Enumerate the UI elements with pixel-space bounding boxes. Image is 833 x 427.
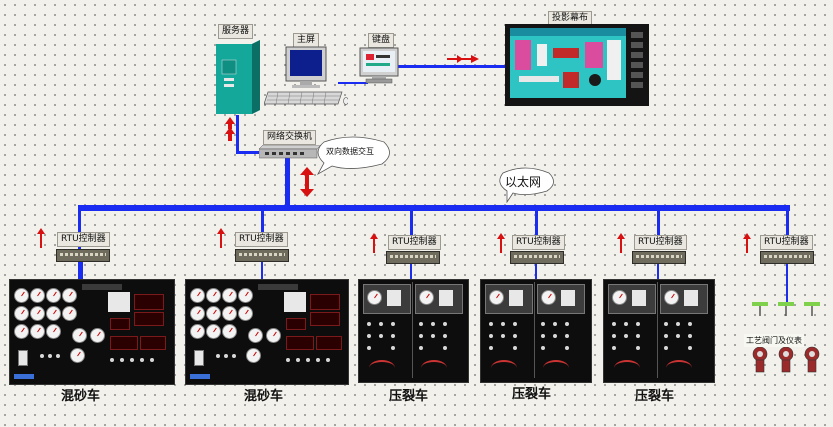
server-up-arrow-icon — [225, 117, 235, 141]
vehicle-name: 混砂车 — [244, 389, 284, 404]
switch-trunk-cable — [285, 157, 290, 207]
terminal-to-screen-arrow-icon — [447, 50, 479, 63]
blender-control-panel — [185, 279, 349, 385]
rtu-controller-icon — [235, 249, 289, 262]
ethernet-label: 以太网 — [505, 175, 542, 189]
switch-label: 网络交换机 — [263, 130, 317, 145]
fracturing-control-panel — [480, 279, 592, 383]
bus-drop-2 — [261, 211, 264, 235]
rtu-label: RTU控制器 — [57, 232, 110, 247]
vehicle-name: 压裂车 — [512, 387, 552, 402]
host-terminal-cable — [338, 82, 368, 84]
rtu-panel-cable — [261, 262, 263, 280]
ethernet-bus — [78, 205, 790, 211]
rtu-controller-icon — [760, 251, 814, 264]
rtu-instrument-cable — [786, 264, 788, 304]
host-computer-icon — [263, 46, 349, 110]
bus-drop-6 — [786, 205, 789, 235]
terminal-screen-cable — [398, 65, 506, 68]
fracturing-control-panel — [603, 279, 715, 383]
rtu-up-arrow-icon — [497, 233, 505, 253]
ethernet-cloud-bubble: 以太网 — [493, 165, 557, 204]
rtu-panel-cable — [657, 264, 659, 280]
vehicle-name: 压裂车 — [635, 389, 675, 404]
rtu-label: RTU控制器 — [760, 235, 813, 250]
terminal-icon — [358, 47, 400, 85]
rtu-label: RTU控制器 — [512, 235, 565, 250]
bus-drop-3 — [410, 211, 413, 235]
bus-drop-4 — [535, 211, 538, 235]
rtu-up-arrow-icon — [217, 228, 225, 248]
rtu-label: RTU控制器 — [634, 235, 687, 250]
bidirectional-arrow-icon — [300, 167, 314, 197]
rtu-controller-icon — [56, 249, 110, 262]
terminal-label: 键盘 — [368, 33, 395, 48]
rtu-up-arrow-icon — [37, 228, 45, 248]
rtu-panel-cable — [81, 262, 83, 280]
network-switch-icon — [258, 144, 322, 159]
server-switch-cable-vertical — [236, 115, 239, 153]
rtu-panel-cable — [535, 264, 537, 280]
rtu-controller-icon — [386, 251, 440, 264]
rtu-panel-cable — [410, 264, 412, 280]
rtu-up-arrow-icon — [617, 233, 625, 253]
rtu-up-arrow-icon — [743, 233, 751, 253]
rtu-label: RTU控制器 — [388, 235, 441, 250]
exchange-callout-bubble: 双向数据交互 — [312, 136, 392, 178]
server-icon — [216, 40, 260, 114]
bus-drop-5 — [657, 211, 660, 235]
vehicle-name: 压裂车 — [389, 389, 429, 404]
rtu-label: RTU控制器 — [235, 232, 288, 247]
fracturing-control-panel — [358, 279, 469, 383]
server-switch-cable-horizontal — [236, 151, 264, 154]
exchange-callout-text: 双向数据交互 — [326, 147, 374, 156]
server-label: 服务器 — [218, 24, 254, 39]
vehicle-name: 混砂车 — [61, 389, 101, 404]
blender-control-panel — [9, 279, 175, 385]
rtu-controller-icon — [510, 251, 564, 264]
rtu-up-arrow-icon — [370, 233, 378, 253]
projection-screen — [505, 24, 649, 106]
instrument-label: 工艺阀门及仪表 — [744, 334, 804, 347]
rtu-controller-icon — [632, 251, 686, 264]
valve-instruments-icon — [748, 300, 828, 385]
